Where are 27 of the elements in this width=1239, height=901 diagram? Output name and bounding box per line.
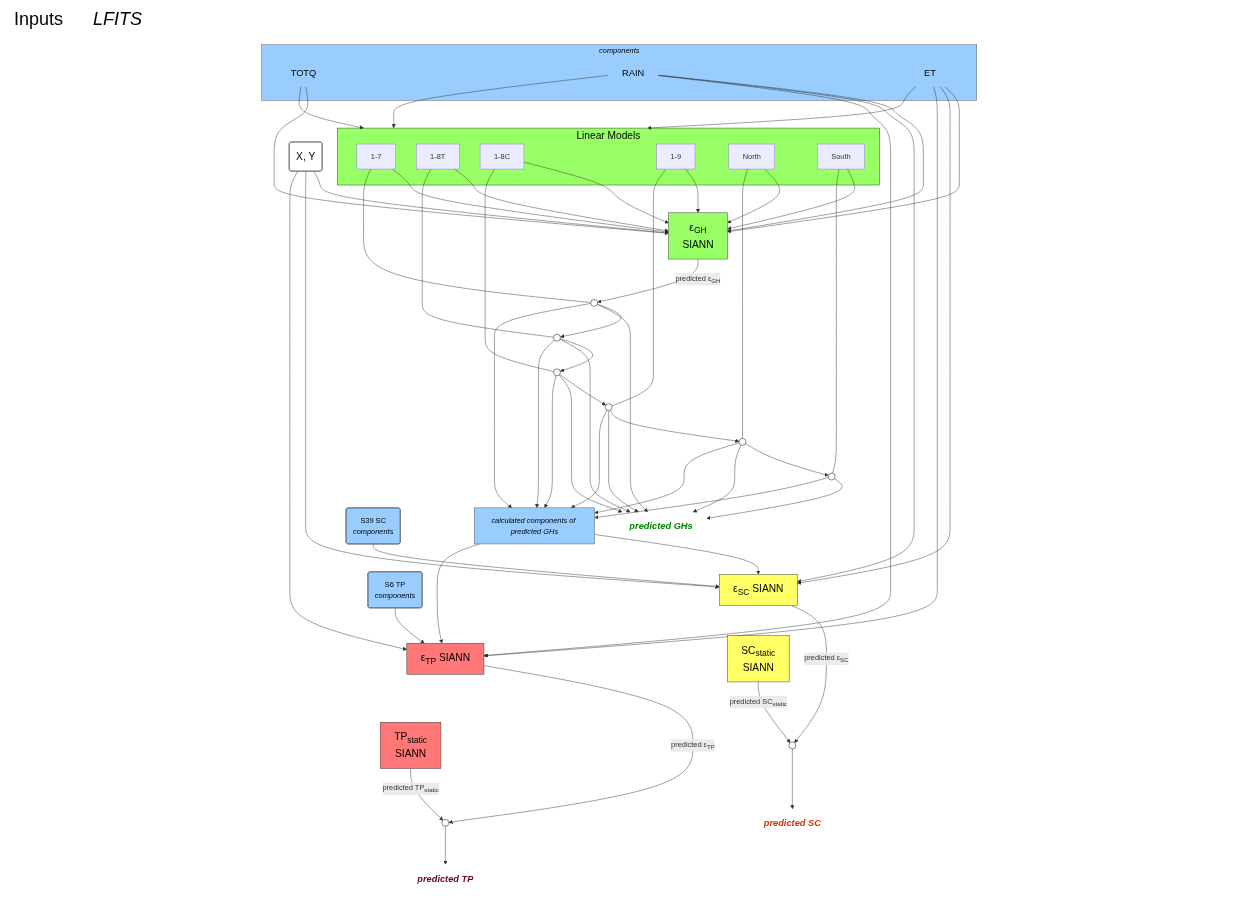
node-circle: [553, 333, 561, 341]
node-text: predicted GHs: [629, 520, 693, 531]
note-text: LFITS: [93, 8, 143, 30]
node-text: predicted TP: [417, 872, 474, 883]
node-text: TOTQ: [290, 66, 317, 78]
node-circle: [788, 741, 797, 749]
connector: [611, 168, 667, 406]
node-text: ET: [924, 66, 937, 78]
node-circle: [828, 472, 836, 480]
node-text: predicted SC: [764, 817, 822, 828]
connector: [422, 168, 554, 337]
heading-text: Inputs: [14, 8, 64, 30]
node-box: ε$_{GH}$ SIANN: [668, 212, 728, 259]
node-box: ε$_{TP}$ SIANN: [406, 642, 485, 674]
node-box: SC$_{static}$ SIANN: [727, 634, 790, 682]
node-circle: [441, 818, 450, 826]
node-box: TP$_{static}$ SIANN: [380, 721, 442, 769]
node-circle: [553, 368, 561, 376]
connector: [363, 168, 592, 303]
connector: [485, 168, 555, 372]
node-text: RAIN: [622, 66, 645, 78]
node-circle: [739, 437, 747, 446]
connector: [742, 168, 749, 439]
node-box: ε$_{SC}$ SIANN: [719, 573, 798, 606]
node-circle: [590, 298, 599, 307]
node-circle: [605, 402, 613, 411]
connector: [832, 168, 840, 473]
